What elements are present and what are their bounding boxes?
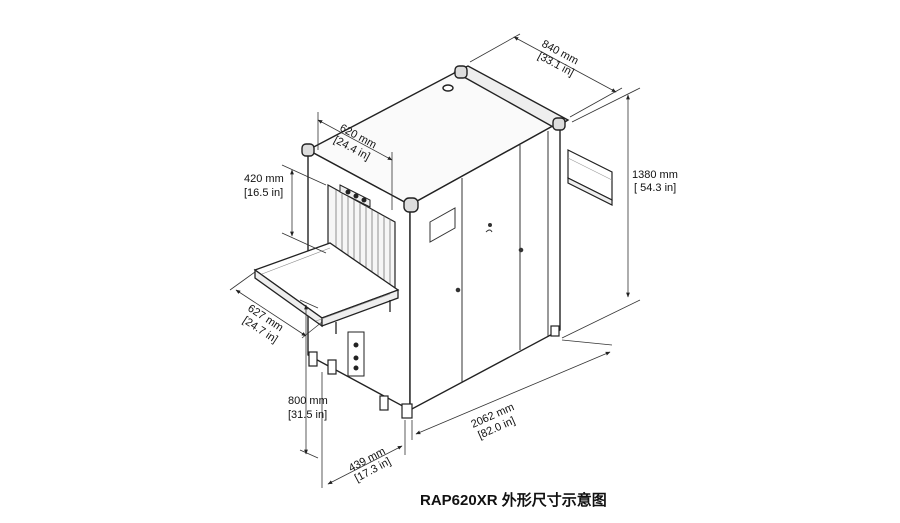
conveyor-height-mm-label: 800 mm	[288, 395, 328, 407]
figure-caption: RAP620XR 外形尺寸示意图	[420, 491, 607, 509]
machine-feet	[308, 325, 560, 419]
height-mm-label: 1380 mm	[632, 169, 678, 181]
tunnel-height-mm-label: 420 mm	[244, 173, 284, 185]
exit-table	[567, 149, 613, 206]
indicator-strip	[339, 184, 371, 208]
height-inch-label: [ 54.3 in]	[634, 182, 676, 194]
conveyor-height-inch-label: [31.5 in]	[288, 409, 327, 421]
lead-curtain	[335, 190, 391, 287]
dimension-lines	[229, 33, 641, 488]
tunnel-height-inch-label: [16.5 in]	[244, 187, 283, 199]
side-panels	[429, 131, 549, 383]
control-panel	[347, 331, 365, 377]
